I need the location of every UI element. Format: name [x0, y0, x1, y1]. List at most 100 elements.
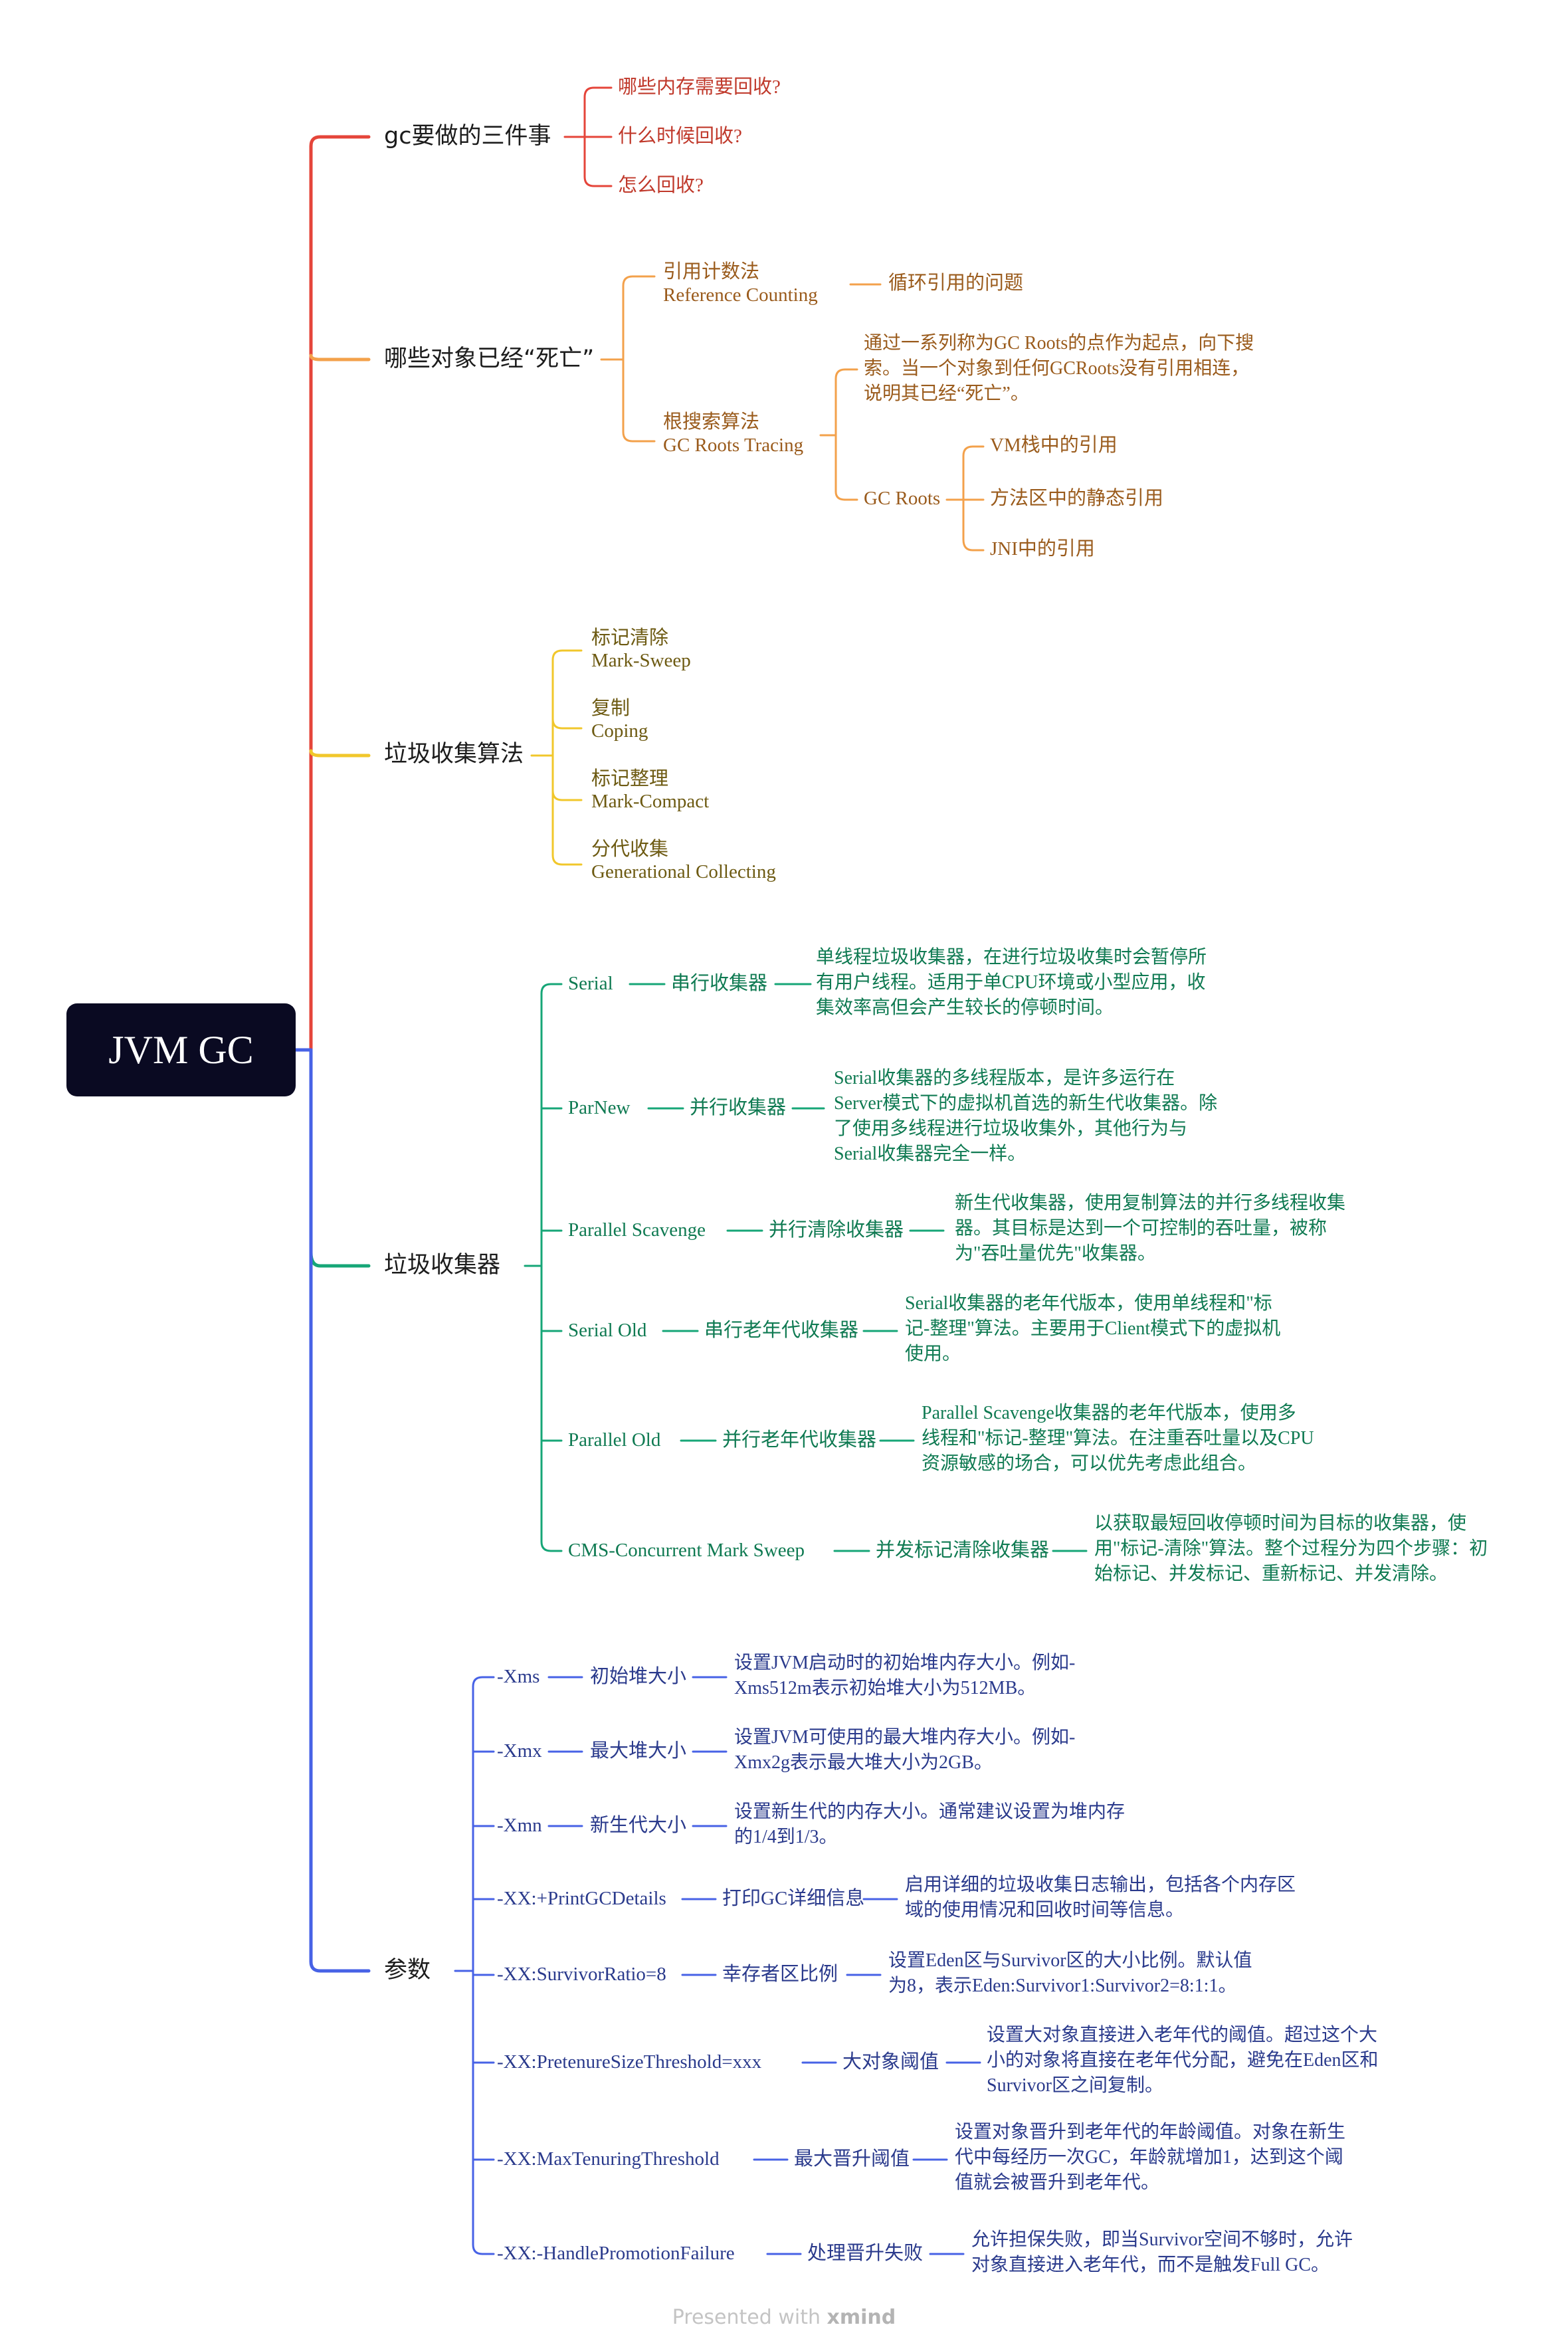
desc-line: Serial收集器完全一样。: [834, 1144, 1027, 1164]
param-desc[interactable]: 设置Eden区与Survivor区的大小比例。默认值 为8，表示Eden:Sur…: [888, 1948, 1252, 1999]
param-name[interactable]: -XX:-HandlePromotionFailure: [497, 2243, 735, 2264]
desc-line: 器。其目标是达到一个可控制的吞吐量，被称: [955, 1218, 1327, 1239]
desc-line: Serial收集器的老年代版本，使用单线程和"标: [905, 1293, 1272, 1314]
param-desc[interactable]: 允许担保失败，即当Survivor空间不够时，允许 对象直接进入老年代，而不是触…: [971, 2227, 1353, 2278]
collector-cn[interactable]: 并行清除收集器: [769, 1219, 904, 1241]
footer-prefix: Presented with: [672, 2306, 821, 2329]
tracing-desc-line: 说明其已经“死亡”。: [864, 383, 1029, 404]
collector-name[interactable]: CMS-Concurrent Mark Sweep: [568, 1540, 805, 1561]
desc-line: 使用。: [905, 1344, 961, 1364]
desc-line: Xmx2g表示最大堆大小为2GB。: [734, 1752, 993, 1773]
footer-brand: xmind: [827, 2306, 896, 2329]
gc-roots-label[interactable]: GC Roots: [864, 488, 941, 509]
tracing-label-cn[interactable]: 根搜索算法: [663, 411, 760, 433]
param-name[interactable]: -XX:SurvivorRatio=8: [497, 1964, 666, 1985]
algo-item-cn[interactable]: 标记清除: [591, 627, 669, 649]
desc-line: 小的对象将直接在老年代分配，避免在Eden区和: [987, 2050, 1379, 2071]
desc-line: 单线程垃圾收集器，在进行垃圾收集时会暂停所: [816, 947, 1207, 968]
tasks-item[interactable]: 怎么回收?: [618, 175, 704, 196]
param-name[interactable]: -Xmx: [497, 1740, 542, 1762]
algo-item-en: Mark-Compact: [591, 791, 710, 812]
desc-line: 设置Eden区与Survivor区的大小比例。默认值: [888, 1950, 1252, 1971]
root-topic[interactable]: JVM GC: [66, 1003, 296, 1096]
param-cn[interactable]: 打印GC详细信息: [722, 1888, 865, 1909]
collector-name[interactable]: Serial Old: [568, 1320, 647, 1341]
branch-collectors-title[interactable]: 垃圾收集器: [384, 1252, 501, 1278]
desc-line: Xms512m表示初始堆大小为512MB。: [734, 1678, 1036, 1698]
desc-line: Server模式下的虚拟机首选的新生代收集器。除: [834, 1093, 1218, 1114]
param-cn[interactable]: 大对象阈值: [842, 2051, 939, 2073]
desc-line: 允许担保失败，即当Survivor空间不够时，允许: [971, 2229, 1353, 2250]
algo-item-cn[interactable]: 标记整理: [591, 768, 669, 789]
desc-line: Serial收集器的多线程版本，是许多运行在: [834, 1068, 1175, 1088]
branch-algo-title[interactable]: 垃圾收集算法: [384, 741, 524, 767]
collector-desc[interactable]: 单线程垃圾收集器，在进行垃圾收集时会暂停所 有用户线程。适用于单CPU环境或小型…: [816, 945, 1207, 1021]
collector-name[interactable]: ParNew: [568, 1097, 631, 1118]
param-desc[interactable]: 设置新生代的内存大小。通常建议设置为堆内存 的1/4到1/3。: [734, 1799, 1125, 1850]
refcount-problem[interactable]: 循环引用的问题: [888, 272, 1024, 294]
param-cn[interactable]: 最大堆大小: [590, 1740, 687, 1762]
desc-line: 的1/4到1/3。: [734, 1827, 838, 1847]
param-name[interactable]: -XX:+PrintGCDetails: [497, 1888, 666, 1909]
collector-desc[interactable]: Serial收集器的多线程版本，是许多运行在 Server模式下的虚拟机首选的新…: [834, 1066, 1217, 1167]
tracing-desc-line: 索。当一个对象到任何GCRoots没有引用相连，: [864, 358, 1250, 379]
param-cn[interactable]: 处理晋升失败: [807, 2243, 924, 2264]
gc-root-item[interactable]: 方法区中的静态引用: [990, 488, 1164, 509]
refcount-label-en: Reference Counting: [663, 284, 818, 306]
gc-root-item[interactable]: JNI中的引用: [990, 538, 1095, 560]
param-desc[interactable]: 设置JVM可使用的最大堆内存大小。例如- Xmx2g表示最大堆大小为2GB。: [734, 1725, 1075, 1776]
param-cn[interactable]: 初始堆大小: [590, 1666, 687, 1687]
desc-line: 集效率高但会产生较长的停顿时间。: [816, 997, 1114, 1018]
root-topic-label: JVM GC: [108, 1027, 254, 1072]
tasks-item[interactable]: 什么时候回收?: [618, 126, 742, 147]
desc-line: 记-整理"算法。主要用于Client模式下的虚拟机: [905, 1318, 1281, 1339]
collector-desc[interactable]: 新生代收集器，使用复制算法的并行多线程收集 器。其目标是达到一个可控制的吞吐量，…: [955, 1191, 1345, 1267]
desc-line: 线程和"标记-整理"算法。在注重吞吐量以及CPU: [922, 1428, 1314, 1449]
branch-params-title[interactable]: 参数: [384, 1957, 431, 1984]
param-cn[interactable]: 最大晋升阈值: [794, 2148, 910, 2170]
param-desc[interactable]: 设置对象晋升到老年代的年龄阈值。对象在新生 代中每经历一次GC，年龄就增加1，达…: [955, 2120, 1345, 2195]
algo-item-en: Mark-Sweep: [591, 650, 691, 671]
collector-name[interactable]: Serial: [568, 973, 613, 994]
tracing-desc[interactable]: 通过一系列称为GC Roots的点作为起点，向下搜 索。当一个对象到任何GCRo…: [864, 331, 1254, 407]
desc-line: 值就会被晋升到老年代。: [955, 2172, 1160, 2193]
collector-cn[interactable]: 并行老年代收集器: [722, 1429, 877, 1451]
tracing-label-en: GC Roots Tracing: [663, 435, 804, 456]
param-name[interactable]: -Xms: [497, 1666, 540, 1687]
branch-dead-title[interactable]: 哪些对象已经“死亡”: [384, 346, 595, 372]
collector-cn[interactable]: 并行收集器: [690, 1097, 787, 1118]
desc-line: 设置对象晋升到老年代的年龄阈值。对象在新生: [955, 2122, 1346, 2142]
desc-line: 域的使用情况和回收时间等信息。: [905, 1900, 1185, 1920]
param-desc[interactable]: 设置JVM启动时的初始堆内存大小。例如- Xms512m表示初始堆大小为512M…: [734, 1651, 1075, 1701]
param-name[interactable]: -XX:PretenureSizeThreshold=xxx: [497, 2051, 762, 2073]
param-cn[interactable]: 幸存者区比例: [722, 1964, 838, 1985]
tracing-desc-line: 通过一系列称为GC Roots的点作为起点，向下搜: [864, 333, 1254, 354]
desc-line: Survivor区之间复制。: [987, 2075, 1164, 2096]
algo-item-cn[interactable]: 分代收集: [591, 839, 669, 860]
collector-cn[interactable]: 串行老年代收集器: [704, 1320, 859, 1341]
collector-desc[interactable]: Parallel Scavenge收集器的老年代版本，使用多 线程和"标记-整理…: [922, 1401, 1314, 1477]
collector-name[interactable]: Parallel Scavenge: [568, 1219, 706, 1241]
desc-line: 设置JVM可使用的最大堆内存大小。例如-: [734, 1727, 1076, 1748]
refcount-label-cn[interactable]: 引用计数法: [663, 261, 760, 282]
collector-desc[interactable]: Serial收集器的老年代版本，使用单线程和"标 记-整理"算法。主要用于Cli…: [905, 1291, 1280, 1367]
branch-tasks-title[interactable]: gc要做的三件事: [384, 123, 551, 150]
algo-item-en: Coping: [591, 720, 648, 742]
collector-cn[interactable]: 串行收集器: [671, 973, 768, 994]
algo-item-cn[interactable]: 复制: [591, 698, 631, 719]
gc-root-item[interactable]: VM栈中的引用: [990, 435, 1118, 456]
param-desc[interactable]: 设置大对象直接进入老年代的阈值。超过这个大 小的对象将直接在老年代分配，避免在E…: [987, 2023, 1379, 2098]
desc-line: 对象直接进入老年代，而不是触发Full GC。: [971, 2255, 1330, 2275]
desc-line: 代中每经历一次GC，年龄就增加1，达到这个阈: [955, 2147, 1343, 2168]
desc-line: 资源敏感的场合，可以优先考虑此组合。: [922, 1453, 1257, 1474]
desc-line: 设置JVM启动时的初始堆内存大小。例如-: [734, 1653, 1076, 1673]
param-cn[interactable]: 新生代大小: [590, 1815, 687, 1836]
param-desc[interactable]: 启用详细的垃圾收集日志输出，包括各个内存区 域的使用情况和回收时间等信息。: [905, 1873, 1296, 1923]
collector-cn[interactable]: 并发标记清除收集器: [876, 1540, 1050, 1561]
collector-desc[interactable]: 以获取最短回收停顿时间为目标的收集器，使 用"标记-清除"算法。整个过程分为四个…: [1094, 1511, 1488, 1587]
param-name[interactable]: -XX:MaxTenuringThreshold: [497, 2148, 720, 2170]
tasks-item[interactable]: 哪些内存需要回收?: [618, 76, 781, 98]
collector-name[interactable]: Parallel Old: [568, 1429, 661, 1451]
param-name[interactable]: -Xmn: [497, 1815, 542, 1836]
